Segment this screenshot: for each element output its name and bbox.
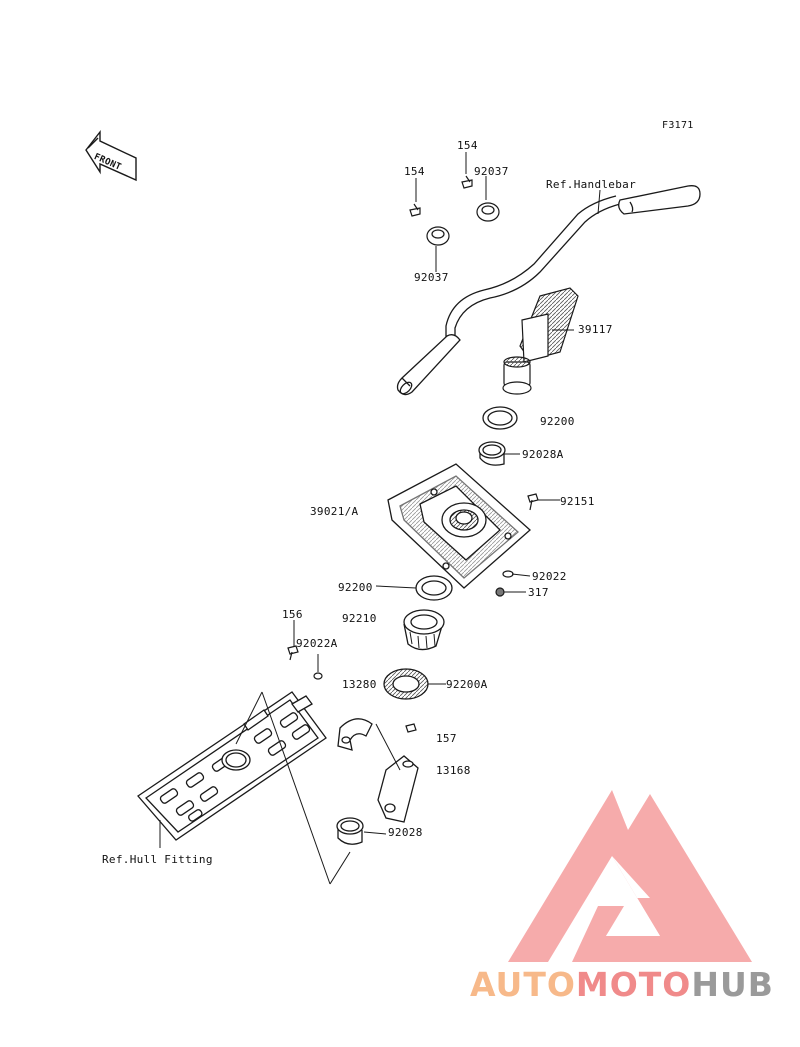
front-arrow-icon [85,129,137,182]
label-ref-hull-fitting: Ref.Hull Fitting [102,853,213,866]
label-92022: 92022 [532,570,567,583]
label-92200A: 92200A [446,678,488,691]
bushings-upper [478,406,518,466]
steering-arm [377,755,419,823]
watermark-text: AUTOMOTOHUB [470,965,774,1004]
fasteners-left [287,645,417,733]
label-92200-mid: 92200 [338,581,373,594]
label-ref-handlebar: Ref.Handlebar [546,178,636,191]
watermark-logo-mark [508,790,752,962]
watermark-auto: AUTO [470,965,576,1004]
label-154-left: 154 [404,165,425,178]
label-92028A: 92028A [522,448,564,461]
label-157: 157 [436,732,457,745]
figure-code: F3171 [662,120,694,131]
steering-cover [387,463,531,589]
label-92037-right: 92037 [474,165,509,178]
label-92151: 92151 [560,495,595,508]
holders [409,175,500,246]
label-92022A: 92022A [296,637,338,650]
hull-fitting [137,691,327,841]
bushing-bottom [336,817,364,845]
label-92200-top: 92200 [540,415,575,428]
leader-lines [159,152,601,885]
label-92028: 92028 [388,826,423,839]
label-92037-left: 92037 [414,271,449,284]
label-39117: 39117 [578,323,613,336]
label-39021A: 39021/A [310,505,359,518]
label-317: 317 [528,586,549,599]
handlebar [396,185,701,396]
fasteners-right [495,493,539,597]
label-156: 156 [282,608,303,621]
bracket-plate [337,718,373,751]
bushings-lower [383,575,453,700]
label-13168: 13168 [436,764,471,777]
label-92210: 92210 [342,612,377,625]
label-13280: 13280 [342,678,377,691]
throttle-part [502,287,579,395]
label-154-right: 154 [457,139,478,152]
watermark-moto: MOTO [575,965,692,1004]
watermark-hub: HUB [691,965,774,1004]
